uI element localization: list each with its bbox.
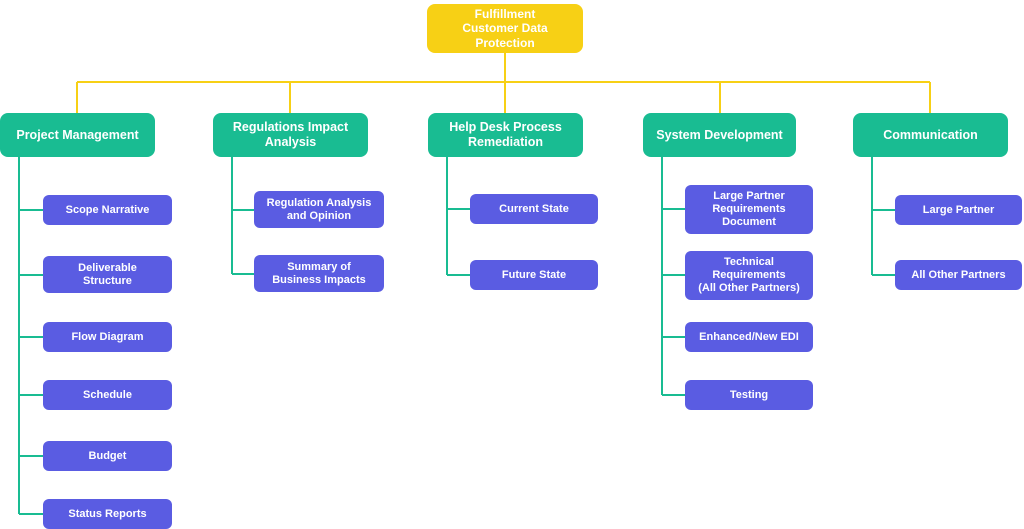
- node-communication[interactable]: Communication: [853, 113, 1008, 157]
- node-deliverable-structure[interactable]: Deliverable Structure: [43, 256, 172, 293]
- connector-regulations-impact-analysis: [231, 157, 254, 275]
- node-enhanced-new-edi[interactable]: Enhanced/New EDI: [685, 322, 813, 352]
- connector-communication: [871, 157, 895, 276]
- connector-help-desk-process-remediation: [446, 157, 470, 276]
- node-help-desk-process-remediation[interactable]: Help Desk Process Remediation: [428, 113, 583, 157]
- node-budget[interactable]: Budget: [43, 441, 172, 471]
- node-regulation-analysis-and-opinion[interactable]: Regulation Analysis and Opinion: [254, 191, 384, 228]
- node-summary-of-business-impacts[interactable]: Summary of Business Impacts: [254, 255, 384, 292]
- connector-project-management: [18, 157, 43, 515]
- node-regulations-impact-analysis[interactable]: Regulations Impact Analysis: [213, 113, 368, 157]
- node-current-state[interactable]: Current State: [470, 194, 598, 224]
- node-technical-requirements-all-other-partners[interactable]: Technical Requirements (All Other Partne…: [685, 251, 813, 300]
- root-rail-line: [76, 53, 931, 113]
- node-system-development[interactable]: System Development: [643, 113, 796, 157]
- node-testing[interactable]: Testing: [685, 380, 813, 410]
- node-future-state[interactable]: Future State: [470, 260, 598, 290]
- node-schedule[interactable]: Schedule: [43, 380, 172, 410]
- node-status-reports[interactable]: Status Reports: [43, 499, 172, 529]
- node-all-other-partners[interactable]: All Other Partners: [895, 260, 1022, 290]
- node-flow-diagram[interactable]: Flow Diagram: [43, 322, 172, 352]
- node-large-partner[interactable]: Large Partner: [895, 195, 1022, 225]
- node-scope-narrative[interactable]: Scope Narrative: [43, 195, 172, 225]
- node-project-management[interactable]: Project Management: [0, 113, 155, 157]
- node-large-partner-requirements-document[interactable]: Large Partner Requirements Document: [685, 185, 813, 234]
- root-connectors: [76, 53, 931, 113]
- connector-system-development: [661, 157, 685, 396]
- node-root-fulfillment-customer-data-protection[interactable]: Fulfillment Customer Data Protection: [427, 4, 583, 53]
